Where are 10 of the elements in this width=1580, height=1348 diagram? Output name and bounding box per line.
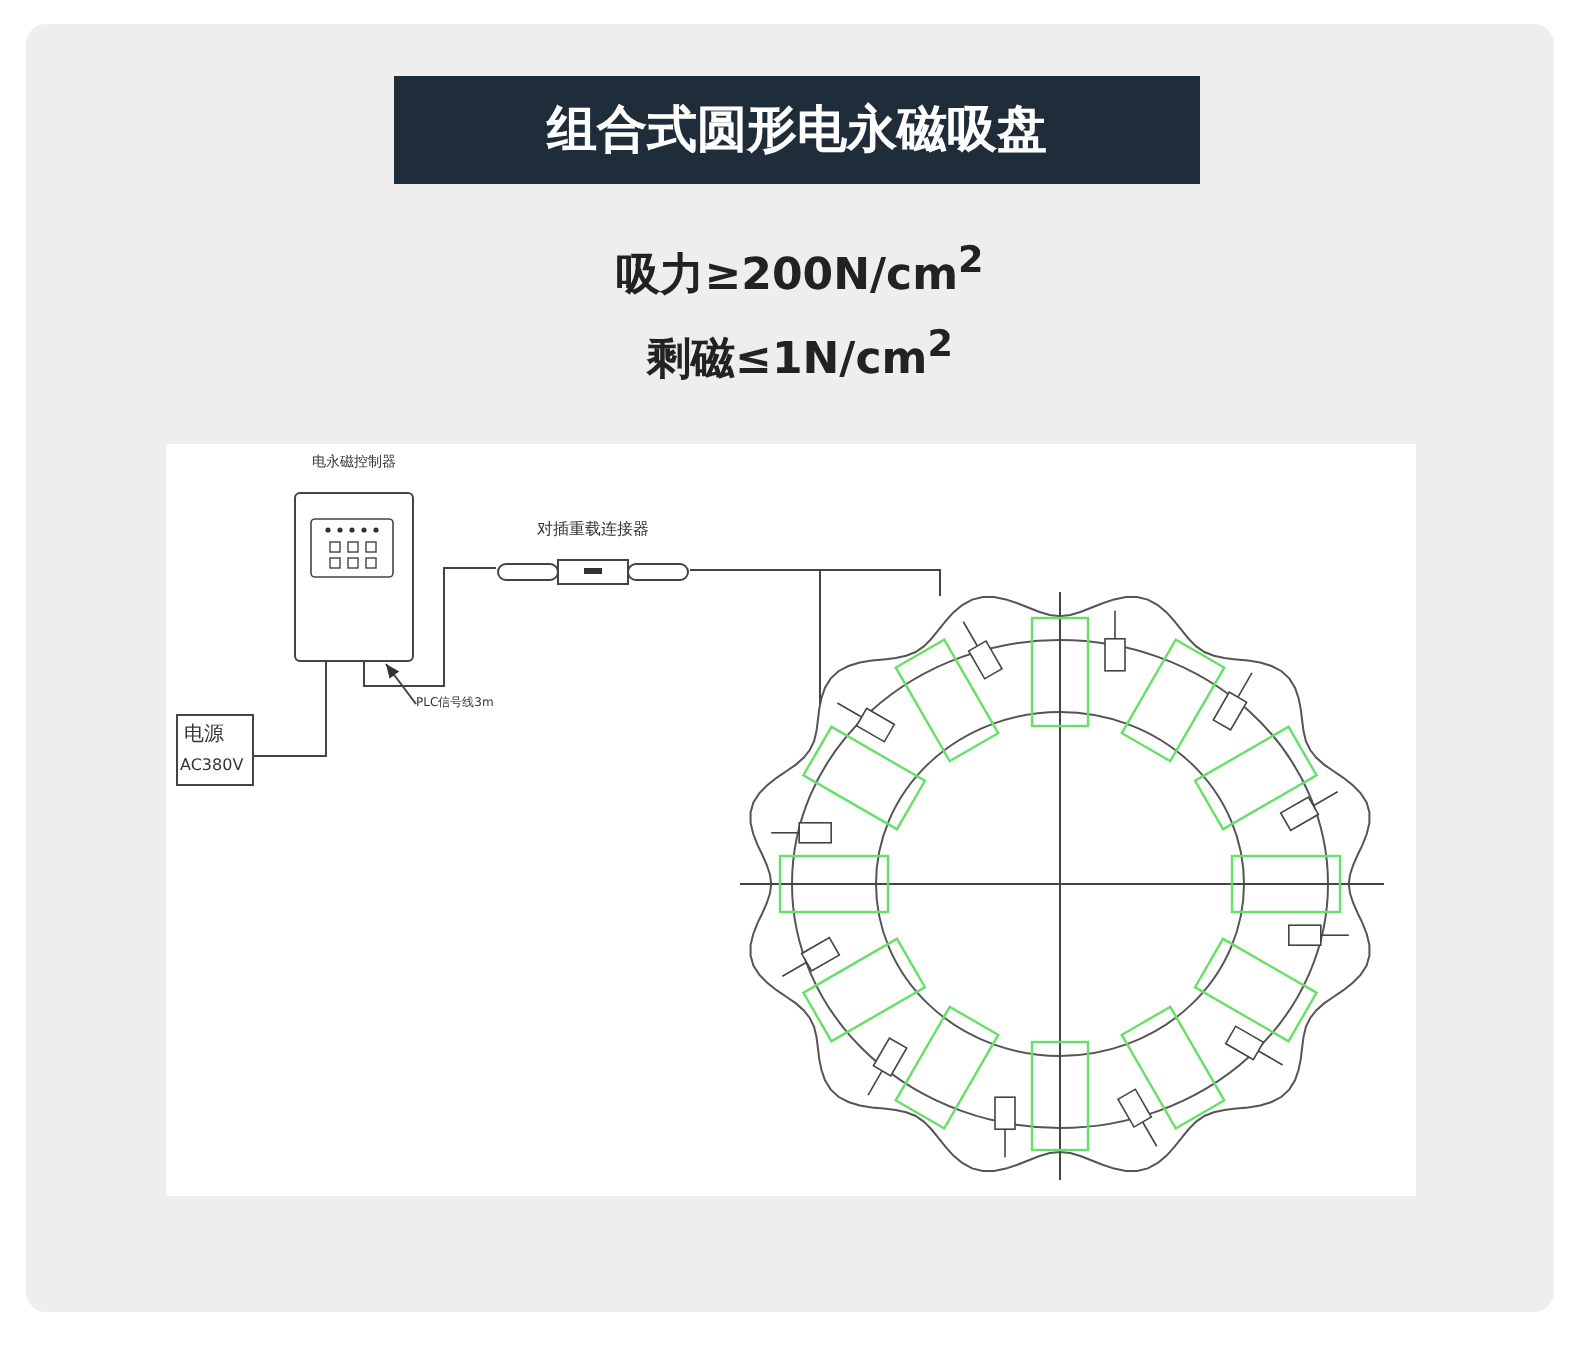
leader-line bbox=[385, 663, 417, 705]
spec-text: 吸力≥200N/cm$^{2}$ bbox=[614, 238, 986, 305]
spec-text: 剩磁≤1N/cm$^{2}$ bbox=[644, 322, 955, 389]
cable-line bbox=[689, 569, 941, 597]
voltage-label: AC380V bbox=[180, 756, 244, 774]
power-label: 电源 bbox=[184, 721, 224, 748]
cable-line bbox=[253, 661, 327, 757]
cable-line bbox=[363, 567, 497, 687]
title-banner: 组合式圆形电永磁吸盘 bbox=[394, 76, 1200, 184]
connector-label: 对插重载连接器 bbox=[535, 518, 651, 540]
